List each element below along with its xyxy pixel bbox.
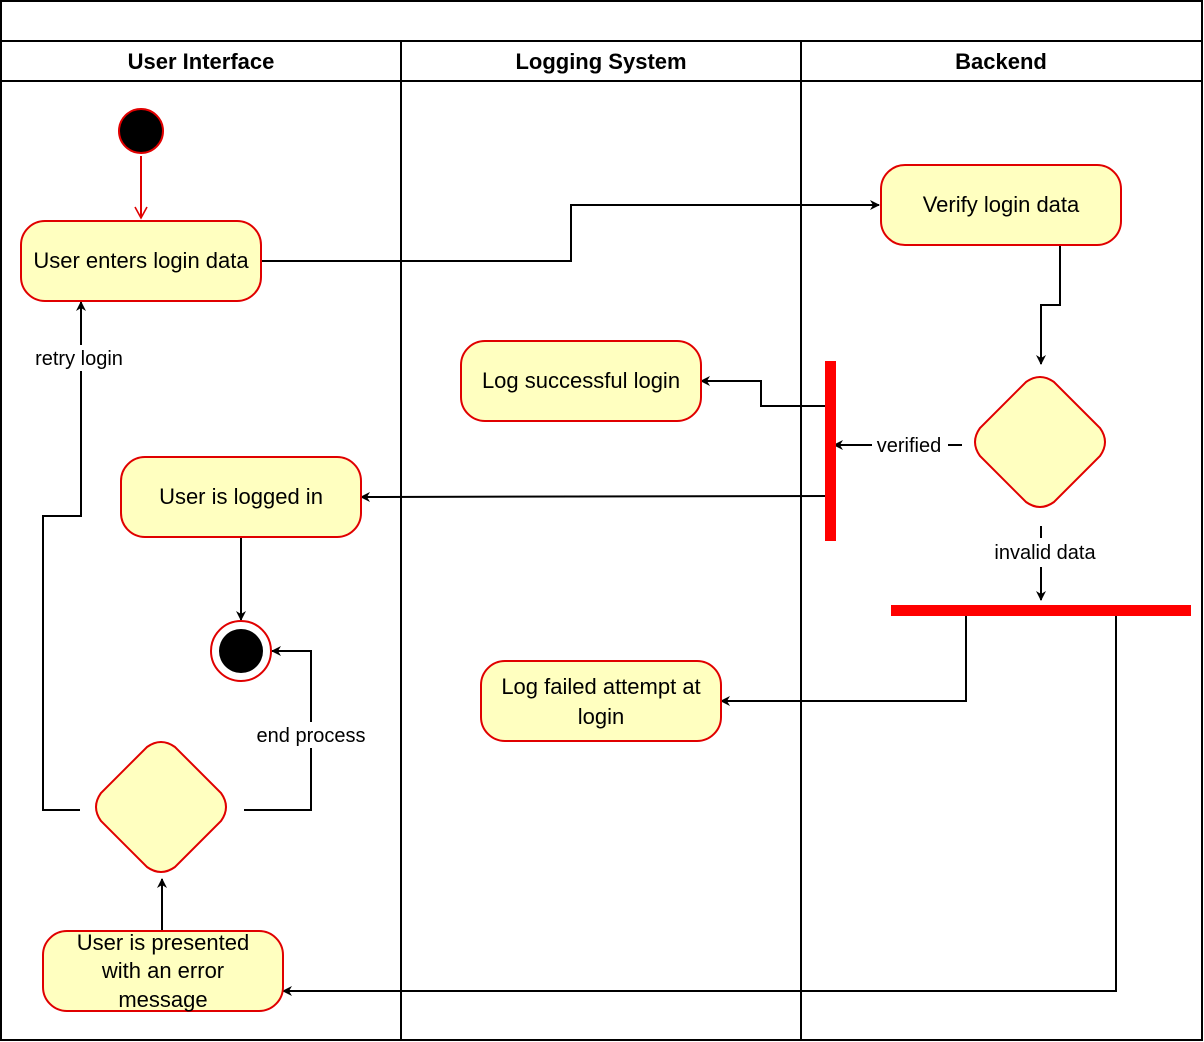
activity-user-error-message[interactable]: User is presented with an error message: [42, 930, 284, 1012]
activity-log-failed-attempt[interactable]: Log failed attempt at login: [480, 660, 722, 742]
final-node-inner: [219, 629, 263, 673]
activity-label-line-1: Log failed attempt at: [501, 674, 700, 699]
initial-node: [118, 108, 164, 154]
edge-verify-to-decision: [1036, 245, 1061, 365]
activity-label-line-3: message: [118, 987, 207, 1012]
edge-fork-to-logged-in: [360, 491, 831, 502]
activity-user-is-logged-in[interactable]: User is logged in: [120, 456, 362, 538]
activity-label-line-1: User is presented: [77, 930, 249, 955]
decision-node-user-interface[interactable]: [95, 741, 227, 873]
activity-verify-login-data[interactable]: Verify login data: [880, 164, 1122, 246]
lane-title-backend: Backend: [955, 49, 1047, 74]
fork-bar-invalid: [891, 605, 1191, 616]
edge-label-bg-verified: [872, 432, 948, 458]
lane-title-user-interface: User Interface: [128, 49, 275, 74]
fork-bar-verified: [825, 361, 836, 541]
activity-label-line-2: login: [578, 704, 624, 729]
lane-title-logging-system: Logging System: [515, 49, 686, 74]
edge-fork-to-log-success: [700, 376, 830, 407]
edge-enter-to-verify: [261, 200, 880, 262]
activity-label: Log successful login: [482, 368, 680, 393]
edge-fork-to-log-failed: [720, 612, 967, 706]
edge-fork-to-error: [282, 612, 1117, 996]
activity-label: User is logged in: [159, 484, 323, 509]
edge-label-verified: verified: [877, 435, 941, 457]
edge-decision-retry: [42, 301, 86, 811]
activity-label: User enters login data: [33, 248, 249, 273]
activity-user-enters-login-data[interactable]: User enters login data: [20, 220, 262, 302]
edge-label-retry-login: retry login: [35, 348, 123, 370]
activity-label: Verify login data: [923, 192, 1080, 217]
edge-label-bg-end: [248, 722, 374, 748]
edge-label-bg-retry: [28, 345, 132, 371]
activity-log-successful-login[interactable]: Log successful login: [460, 340, 702, 422]
edge-label-invalid-data: invalid data: [994, 542, 1096, 564]
edge-label-end-process: end process: [257, 725, 366, 747]
decision-node-backend[interactable]: [974, 376, 1106, 508]
activity-label-line-2: with an error: [101, 958, 224, 983]
